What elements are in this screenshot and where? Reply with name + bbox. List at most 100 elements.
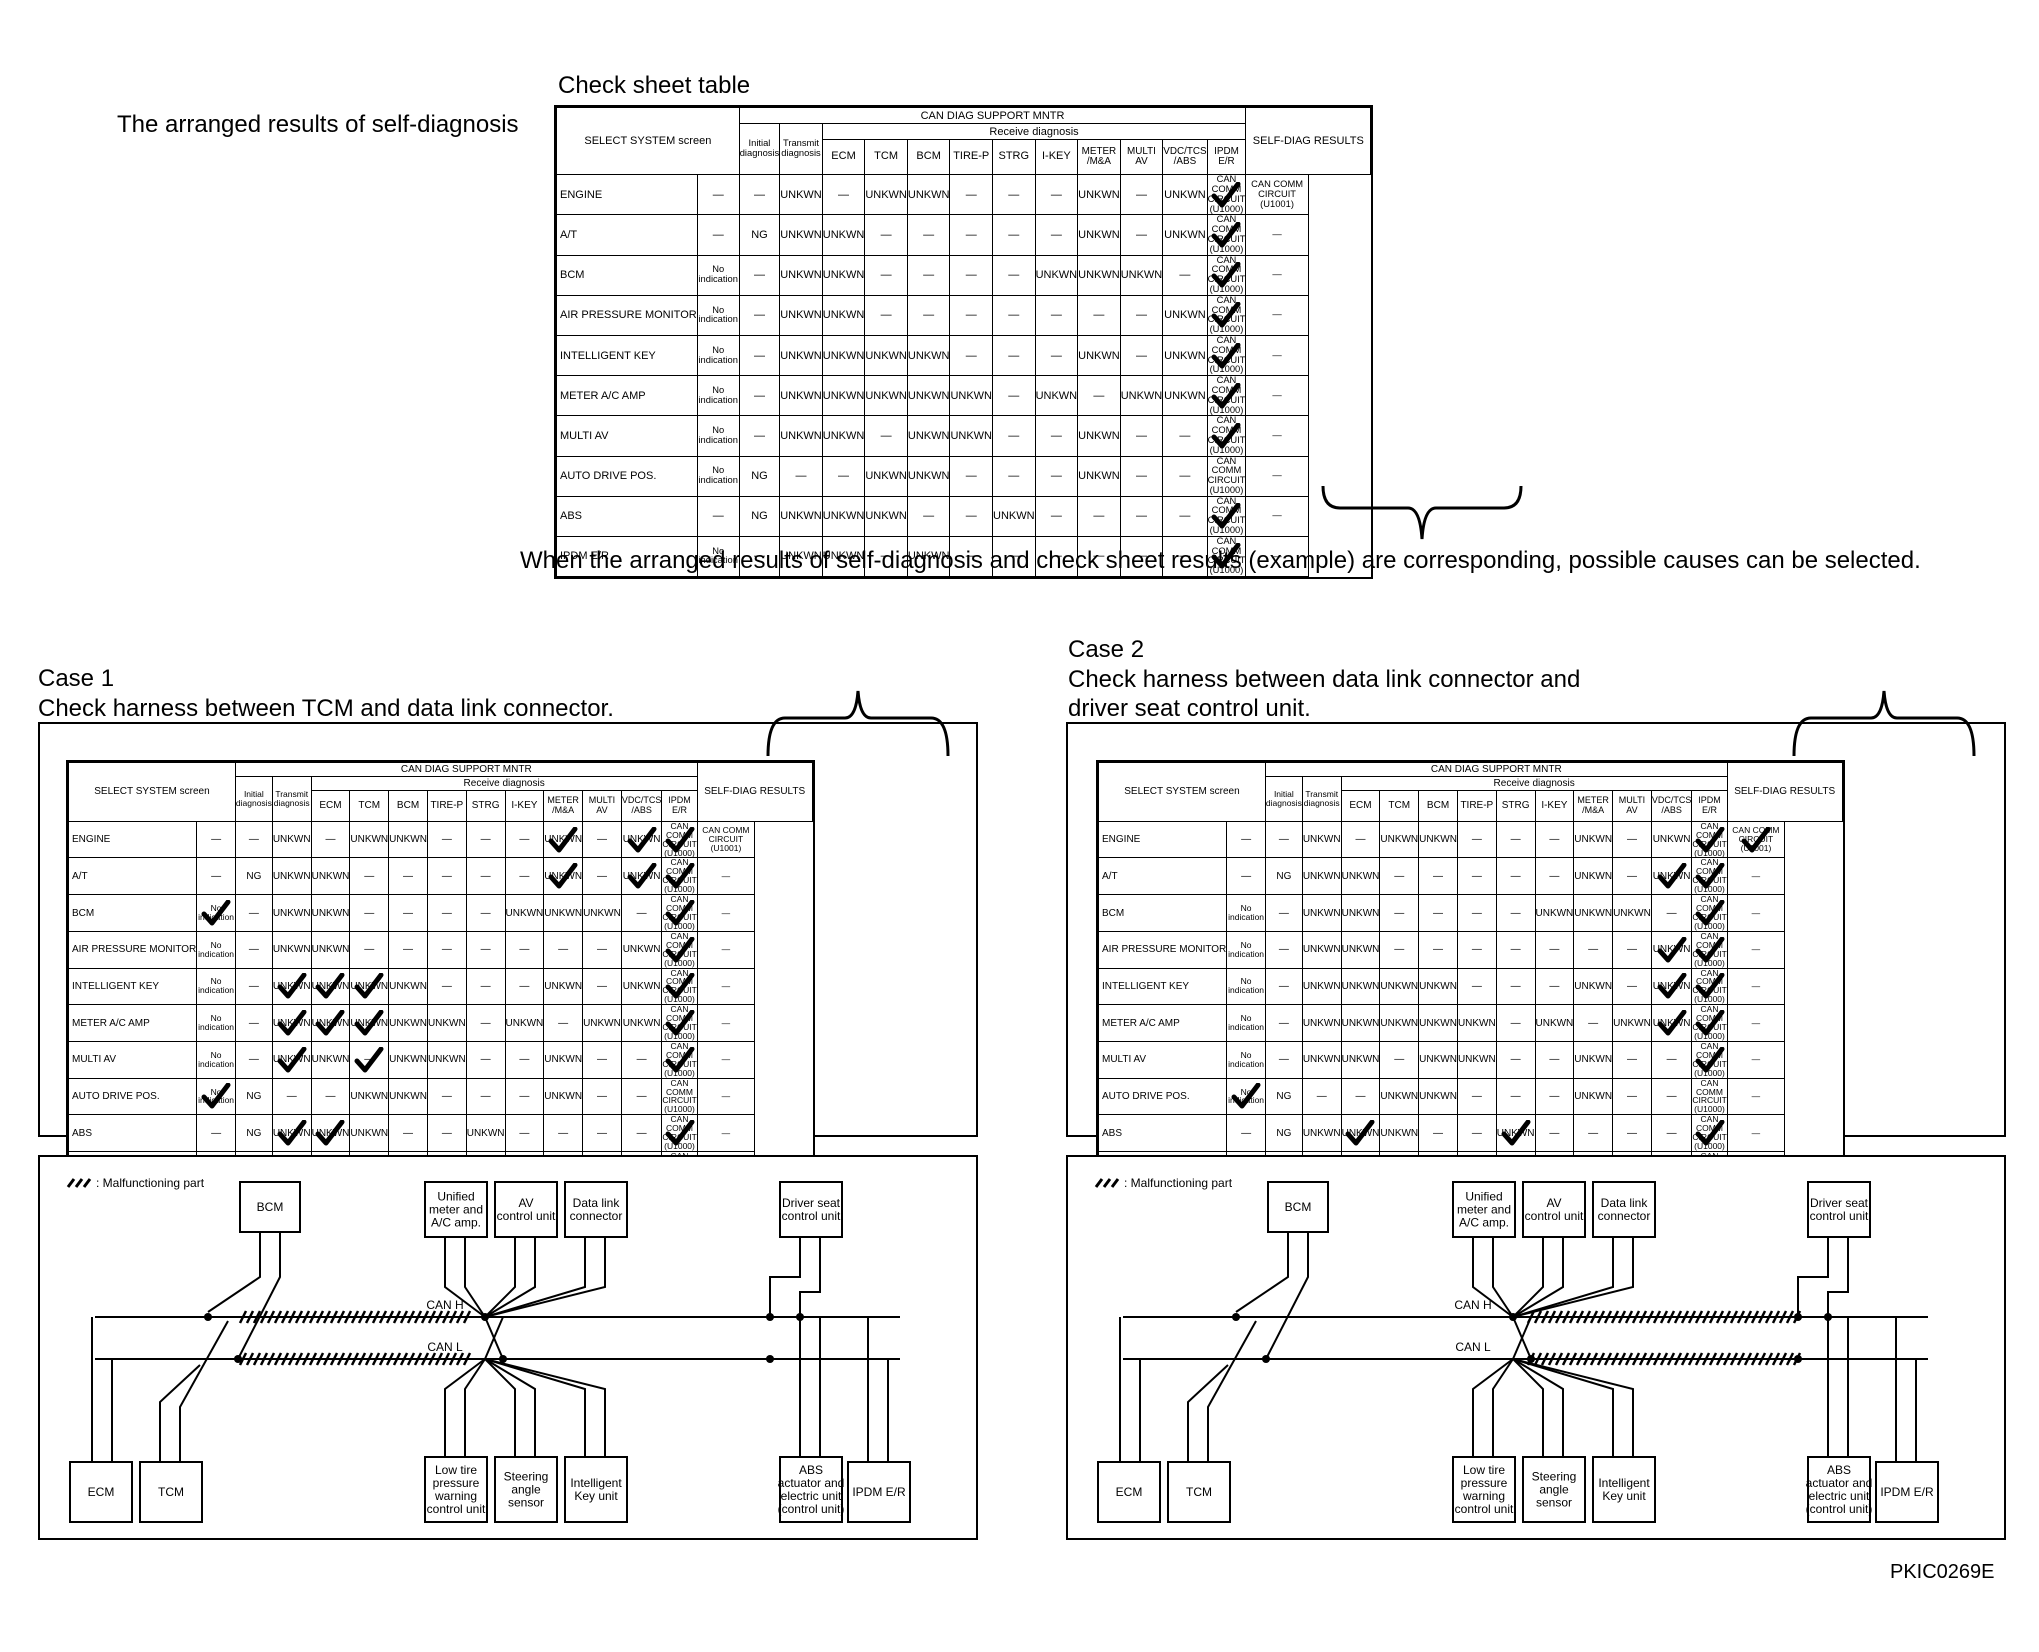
malfunction-hatch (1778, 1352, 1788, 1366)
receive-diagnosis-cell: — (1034, 334, 1079, 377)
receive-diagnosis-cell: — (1379, 894, 1420, 932)
initial-diagnosis-cell: — (1264, 820, 1303, 859)
wire (1512, 1358, 1614, 1457)
self-diag-result-cell-2: — (696, 1040, 756, 1079)
driver-seat-box-label: Driver seat (782, 1196, 841, 1210)
no-indication-cell: No indication (1226, 894, 1266, 932)
receive-diagnosis-cell: — (1534, 1040, 1575, 1079)
receive-diagnosis-cell: — (1162, 495, 1208, 537)
bcm-box-label: BCM (1285, 1200, 1312, 1214)
self-diag-result-cell: CAN COMM CIRCUIT (U1000) (1206, 495, 1247, 537)
malfunction-hatch (329, 1352, 339, 1366)
self-diag-result-cell-2: — (1726, 1004, 1786, 1042)
self-diag-result-cell-2: — (696, 857, 756, 896)
unified-meter-box (424, 1181, 488, 1238)
abs-box-label: actuator and (1806, 1476, 1873, 1490)
receive-diagnosis-cell: UNKWN (349, 820, 390, 859)
receive-diagnosis-cell: UNKWN (821, 495, 866, 537)
malfunction-hatch (1715, 1352, 1725, 1366)
self-diag-result-cell: CAN COMM CIRCUIT (U1000) (661, 1114, 698, 1152)
receive-diagnosis-cell: UNKWN (1495, 1114, 1536, 1152)
receive-diagnosis-cell: UNKWN (864, 455, 908, 497)
receive-col-header: I-KEY (504, 790, 545, 822)
malfunction-hatch (1652, 1310, 1662, 1324)
receive-diagnosis-cell: — (1495, 1004, 1536, 1042)
malfunction-hatch (1582, 1352, 1592, 1366)
receive-diagnosis-cell: UNKWN (1077, 214, 1121, 256)
abs-box (1807, 1456, 1871, 1523)
self-diag-result-cell: CAN COMM CIRCUIT (U1000) (1206, 174, 1247, 216)
receive-diagnosis-cell: UNKWN (1162, 334, 1208, 377)
receive-diagnosis-cell: — (582, 930, 622, 969)
abs-box-label: ABS (1827, 1463, 1851, 1477)
low-tire-box (1452, 1456, 1516, 1523)
initial-diagnosis-cell: — (1264, 930, 1303, 969)
case1-title: Case 1 (38, 665, 115, 692)
receive-diagnosis-cell: UNKWN (271, 967, 312, 1006)
receive-col-header: TCM (1379, 790, 1420, 822)
transmit-diagnosis-header: Transmit diagnosis (779, 122, 823, 176)
malfunction-hatch (1659, 1310, 1669, 1324)
receive-diagnosis-cell: UNKWN (620, 820, 663, 859)
malfunction-hatch (350, 1310, 360, 1324)
receive-diagnosis-cell: — (1573, 1114, 1614, 1152)
self-diag-result-cell-2: — (1245, 495, 1309, 537)
receive-diagnosis-cell: UNKWN (426, 1004, 467, 1042)
check-sheet-title: Check sheet table (558, 72, 751, 99)
receive-diagnosis-cell: UNKWN (779, 214, 823, 256)
low-tire-box-label: warning (434, 1489, 477, 1503)
system-name-cell: ABS (1097, 1114, 1228, 1152)
receive-diagnosis-cell: UNKWN (1301, 967, 1342, 1006)
self-diag-result-cell-2: — (1245, 294, 1309, 336)
receive-diagnosis-cell: — (821, 455, 866, 497)
junction-dot (234, 1355, 242, 1363)
self-diag-result-cell-2: — (1726, 1077, 1786, 1116)
malfunction-hatch (315, 1352, 325, 1366)
malfunction-hatch (1652, 1352, 1662, 1366)
abs-box-label: (control unit) (1806, 1502, 1873, 1516)
malfunction-hatch (1610, 1352, 1620, 1366)
receive-diagnosis-cell: UNKWN (349, 1114, 390, 1152)
initial-diagnosis-cell: — (1264, 1004, 1303, 1042)
junction-dot (1824, 1313, 1832, 1321)
receive-diagnosis-cell: — (1119, 334, 1164, 377)
self-diag-result-cell: CAN COMM CIRCUIT (U1000) (661, 1077, 698, 1116)
no-indication-cell: No indication (696, 254, 740, 296)
malfunction-hatch (1603, 1310, 1613, 1324)
can-diag-support-header: CAN DIAG SUPPORT MNTR (1264, 762, 1728, 777)
ipdm-box-label: IPDM E/R (1880, 1485, 1934, 1499)
can-diag-support-header: CAN DIAG SUPPORT MNTR (234, 762, 698, 777)
initial-diagnosis-cell: NG (234, 857, 273, 896)
receive-diagnosis-cell: UNKWN (821, 415, 866, 457)
arranged-results-label: The arranged results of self-diagnosis (117, 111, 519, 138)
receive-diagnosis-cell: UNKWN (1301, 1040, 1342, 1079)
receive-diagnosis-cell: UNKWN (1340, 894, 1381, 932)
receive-diagnosis-cell: — (1456, 820, 1497, 859)
initial-diagnosis-cell: — (234, 930, 273, 969)
initial-diagnosis-cell: — (738, 415, 781, 457)
malfunction-hatch (1680, 1310, 1690, 1324)
system-name-cell: INTELLIGENT KEY (1097, 967, 1228, 1006)
self-diag-result-cell-2: CAN COMM CIRCUIT (U1001) (1726, 820, 1786, 859)
receive-col-header: TIRE-P (949, 138, 993, 176)
receive-diagnosis-cell: — (1119, 214, 1164, 256)
system-name-cell: AIR PRESSURE MONITOR (67, 930, 198, 969)
malfunction-hatch (322, 1352, 332, 1366)
receive-diagnosis-cell: — (1456, 894, 1497, 932)
system-name-cell: METER A/C AMP (67, 1004, 198, 1042)
receive-diagnosis-cell: — (1034, 455, 1079, 497)
malfunction-hatch (1617, 1352, 1627, 1366)
initial-diagnosis-cell: NG (234, 1077, 273, 1116)
receive-diagnosis-cell: UNKWN (310, 857, 351, 896)
ipdm-box (847, 1461, 911, 1523)
ipdm-box (1875, 1461, 1939, 1523)
system-name-cell: A/T (556, 214, 698, 256)
low-tire-box-label: pressure (433, 1476, 480, 1490)
malfunction-hatch (399, 1352, 409, 1366)
bcm-box (1267, 1181, 1329, 1233)
initial-diagnosis-cell: NG (738, 214, 781, 256)
